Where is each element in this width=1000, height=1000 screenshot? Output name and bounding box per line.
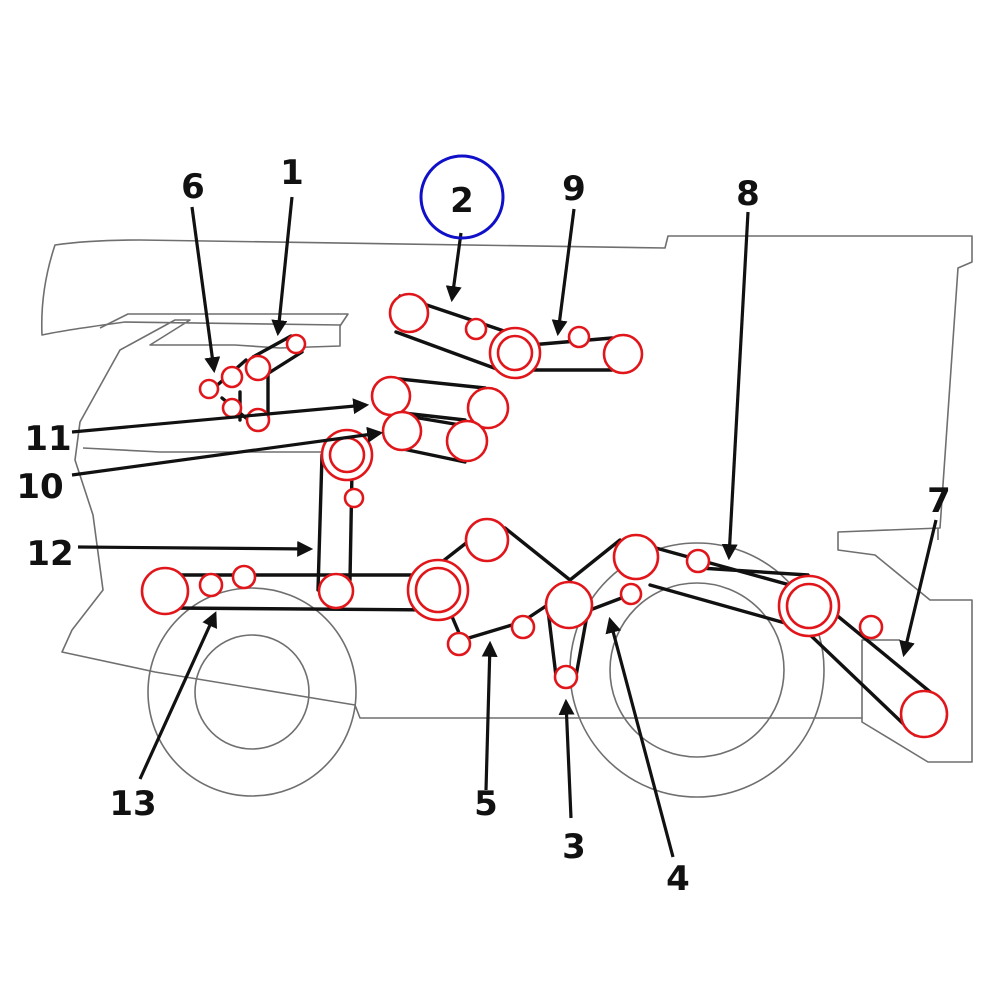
pulley — [567, 325, 591, 349]
pulley — [553, 664, 579, 690]
pulley — [685, 548, 711, 574]
pulley — [612, 533, 660, 581]
callout-2-highlight-circle — [419, 154, 505, 240]
pulley — [510, 614, 536, 640]
pulley — [198, 572, 224, 598]
leader-arrow-5 — [481, 640, 498, 791]
leader-arrow-4 — [605, 616, 675, 858]
combine-outline — [40, 235, 973, 798]
rear-hood-outline — [861, 639, 900, 718]
pulley — [343, 487, 365, 509]
callout-label-10: 10 — [16, 467, 63, 507]
callout-labels: 1 2 3 4 5 6 7 8 9 10 11 12 13 — [16, 153, 951, 899]
pulley — [220, 365, 244, 389]
pulley — [221, 397, 243, 419]
pulley — [899, 689, 949, 739]
pulley — [619, 582, 643, 606]
leader-arrow-1 — [271, 196, 294, 337]
pulley — [785, 582, 833, 630]
pulley — [602, 333, 644, 375]
belt — [436, 526, 572, 642]
cab-lower-edge — [82, 447, 330, 453]
leader-arrow-3 — [558, 698, 575, 819]
callout-label-3: 3 — [562, 827, 586, 867]
leader-arrow-7 — [899, 519, 938, 658]
callout-label-5: 5 — [474, 784, 498, 824]
pulleys — [140, 292, 949, 739]
pulley — [198, 378, 220, 400]
pulley — [388, 292, 430, 334]
leader-arrow-10 — [71, 426, 384, 477]
pulley — [231, 564, 257, 590]
leader-arrow-6 — [190, 206, 221, 374]
pulley — [317, 572, 355, 610]
pulley — [544, 580, 594, 630]
callout-label-13: 13 — [109, 784, 156, 824]
leader-arrow-11 — [71, 398, 370, 434]
front-wheel-hub — [194, 634, 310, 750]
callout-label-1: 1 — [280, 153, 304, 193]
callout-label-12: 12 — [26, 534, 73, 574]
pulley — [464, 517, 510, 563]
callout-label-8: 8 — [736, 174, 760, 214]
pulley — [370, 375, 412, 417]
pulley — [140, 566, 190, 616]
callout-label-7: 7 — [927, 481, 951, 521]
pulley — [285, 333, 307, 355]
pulley — [466, 386, 510, 430]
pulley — [244, 354, 272, 382]
pulley — [858, 614, 884, 640]
callout-label-6: 6 — [181, 167, 205, 207]
pulley — [496, 334, 534, 372]
pulley — [328, 436, 366, 474]
pulley — [245, 407, 271, 433]
rear-wheel-outer — [569, 542, 825, 798]
callout-label-4: 4 — [666, 859, 690, 899]
pulley — [446, 631, 472, 657]
leader-arrows — [71, 196, 938, 858]
pulley — [445, 419, 489, 463]
leader-arrow-2 — [445, 232, 463, 303]
leader-arrow-12 — [77, 540, 314, 557]
callout-label-11: 11 — [24, 419, 71, 459]
pulley — [464, 317, 488, 341]
leader-arrow-13 — [138, 611, 217, 780]
rear-wheel-hub — [609, 582, 785, 758]
callout-label-9: 9 — [562, 169, 586, 209]
leader-arrow-9 — [551, 208, 576, 337]
callout-label-2: 2 — [450, 181, 474, 221]
machine-body-outline — [40, 235, 973, 763]
front-wheel-outer — [147, 587, 357, 797]
pulley — [414, 566, 462, 614]
leader-arrow-8 — [721, 211, 750, 561]
cab-roof-line — [99, 313, 349, 329]
pulley — [381, 410, 423, 452]
